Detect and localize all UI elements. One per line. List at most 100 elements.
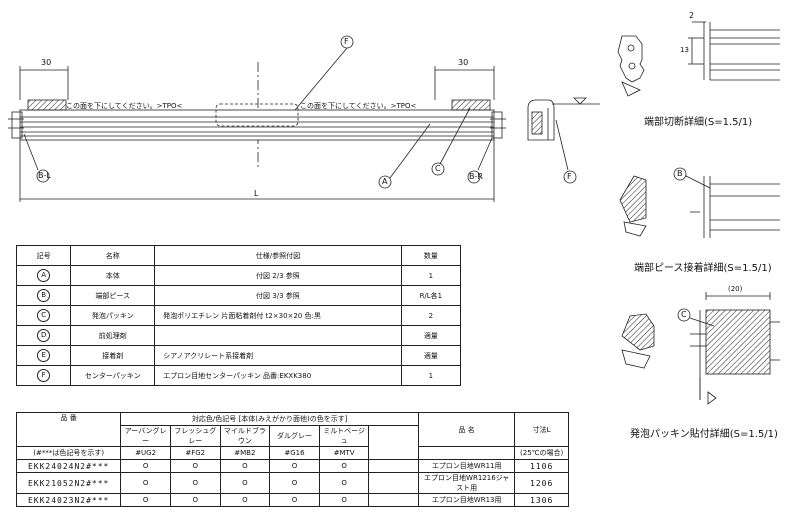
symbol-circle: F <box>37 369 51 382</box>
part-spec: 発泡ポリエチレン 片面粘着剤付 t2×30×20 色:黒 <box>154 305 402 326</box>
product-dim: 1106 <box>514 459 569 473</box>
symbol-circle: B <box>37 289 51 302</box>
part-qty: 適量 <box>400 325 462 346</box>
table-row: EKK24024N2#*** O O O O O エプロン目地WR11用 110… <box>15 459 569 473</box>
header-hinban: 品 番 <box>15 412 122 447</box>
symbol-circle: D <box>37 329 51 342</box>
color-code: #MB2 <box>219 446 271 460</box>
availability-mark: O <box>269 472 320 494</box>
elevation-view <box>8 35 506 202</box>
header-name: 名称 <box>70 245 156 266</box>
header-sym: 記号 <box>15 245 72 266</box>
part-spec: 付図 2/3 参照 <box>154 265 402 286</box>
part-qty: 1 <box>400 265 462 286</box>
color-code: #MTV <box>318 446 370 460</box>
part-spec: シアノアクリレート系接着剤 <box>154 345 402 366</box>
detail-end-cut <box>617 21 780 97</box>
part-qty: 1 <box>400 365 462 386</box>
availability-mark: O <box>269 493 320 507</box>
availability-mark: O <box>219 459 271 473</box>
availability-mark: O <box>219 472 271 494</box>
color-name: ミルトベージュ <box>318 425 370 447</box>
detail-dim-2: 2 <box>689 11 695 20</box>
part-spec <box>154 325 402 346</box>
availability-mark: O <box>219 493 271 507</box>
part-name: センターパッキン <box>70 365 156 386</box>
part-name: 端部ピース <box>70 285 156 306</box>
symbol-circle: E <box>37 349 51 362</box>
availability-mark: O <box>169 459 221 473</box>
detail-dim-13: 13 <box>680 46 689 54</box>
symbol-circle: C <box>37 309 51 322</box>
table-row: E 接着剤 シアノアクリレート系接着剤 適量 <box>15 345 462 366</box>
marker-f-section: F <box>567 172 572 181</box>
part-qty: 2 <box>400 305 462 326</box>
availability-mark: O <box>318 472 370 494</box>
marker-f-elevation: F <box>344 37 349 46</box>
product-name: エプロン目地WR1216ジャスト用 <box>418 472 516 494</box>
table-row: A 本体 付図 2/3 参照 1 <box>15 265 462 286</box>
product-code: EKK21052N2#*** <box>15 472 122 494</box>
section-view <box>527 97 600 184</box>
marker-c-detail: C <box>681 310 687 319</box>
label-face-down-right: この面を下にしてください。>TPO< <box>300 102 417 110</box>
label-face-down-left: この面を下にしてください。>TPO< <box>66 102 183 110</box>
part-qty: R/L各1 <box>400 285 462 306</box>
header-product-name: 品 名 <box>418 412 516 447</box>
part-spec: 付図 3/3 参照 <box>154 285 402 306</box>
availability-mark: O <box>120 472 171 494</box>
product-dim: 1306 <box>514 493 569 507</box>
product-dim: 1206 <box>514 472 569 494</box>
color-name: マイルドブラウン <box>219 425 271 447</box>
marker-b-l: B-L <box>38 171 51 180</box>
availability-mark: O <box>318 493 370 507</box>
color-name: アーバングレー <box>120 425 171 447</box>
dim-length: L <box>254 189 259 198</box>
table-row: F センターパッキン エプロン目地センターパッキン 品番:EKXK380 1 <box>15 365 462 386</box>
header-qty: 数量 <box>400 245 462 266</box>
availability-mark: O <box>120 493 171 507</box>
parts-table-header: 記号 名称 仕様/参照付図 数量 <box>15 245 462 266</box>
marker-b-r: B-R <box>469 172 483 181</box>
empty-color-cell <box>368 425 420 460</box>
product-name: エプロン目地WR11用 <box>418 459 516 473</box>
table-row: C 発泡パッキン 発泡ポリエチレン 片面粘着剤付 t2×30×20 色:黒 2 <box>15 305 462 326</box>
color-code: #G16 <box>269 446 320 460</box>
empty-cell <box>368 459 420 473</box>
empty-cell <box>368 472 420 494</box>
availability-mark: O <box>318 459 370 473</box>
detail-title-end-cut: 端部切断詳細(S=1.5/1) <box>644 117 753 128</box>
dim-30-left: 30 <box>41 58 52 67</box>
empty-name-cell <box>418 446 516 460</box>
product-code: EKK24024N2#*** <box>15 459 122 473</box>
empty-cell <box>368 493 420 507</box>
product-name: エプロン目地WR13用 <box>418 493 516 507</box>
detail-end-piece <box>619 167 780 238</box>
part-name: 本体 <box>70 265 156 286</box>
product-code: EKK24023N2#*** <box>15 493 122 507</box>
note-hinban: (#***は色記号を示す) <box>15 446 122 460</box>
color-name: フレッシュグレー <box>169 425 221 447</box>
product-table: 品 番 対応色/色記号 [本体(みえがかり面他)の色を示す] 品 名 寸法L ア… <box>15 412 569 507</box>
availability-mark: O <box>120 459 171 473</box>
header-dim: 寸法L <box>514 412 569 447</box>
parts-table: 記号 名称 仕様/参照付図 数量 A 本体 付図 2/3 参照 1 B 端部ピー… <box>15 245 462 386</box>
availability-mark: O <box>169 472 221 494</box>
availability-mark: O <box>269 459 320 473</box>
detail-title-end-piece: 端部ピース接着詳細(S=1.5/1) <box>634 263 772 274</box>
marker-b-detail: B <box>677 169 683 178</box>
part-name: 前処理剤 <box>70 325 156 346</box>
part-name: 接着剤 <box>70 345 156 366</box>
table-row: D 前処理剤 適量 <box>15 325 462 346</box>
note-dim: (25℃の場合) <box>514 446 569 460</box>
detail-dim-20: (20) <box>728 285 743 293</box>
dim-30-right: 30 <box>458 58 469 67</box>
detail-foam-packing <box>621 292 780 405</box>
availability-mark: O <box>169 493 221 507</box>
table-row: EKK21052N2#*** O O O O O エプロン目地WR1216ジャス… <box>15 472 569 494</box>
marker-c-elevation: C <box>435 164 441 173</box>
color-code: #UG2 <box>120 446 171 460</box>
table-row: B 端部ピース 付図 3/3 参照 R/L各1 <box>15 285 462 306</box>
color-name: ダルグレー <box>269 425 320 447</box>
